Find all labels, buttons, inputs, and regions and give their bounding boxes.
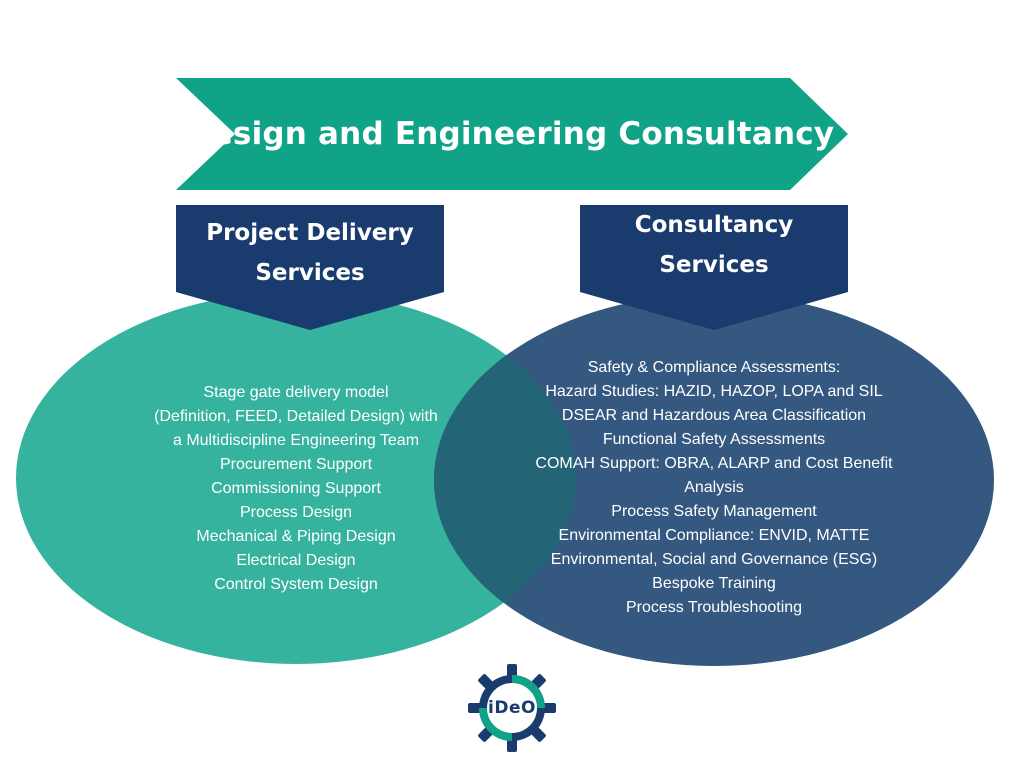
- right-pointer-box: [580, 205, 848, 330]
- right-box-title: Consultancy Services: [580, 205, 848, 285]
- list-item: Mechanical & Piping Design: [196, 528, 396, 545]
- banner-chevron: [176, 78, 848, 190]
- list-item: Procurement Support: [219, 456, 373, 473]
- list-item: Functional Safety Assessments: [602, 431, 826, 448]
- right-box-title-line: Services: [659, 252, 769, 278]
- list-item: Control System Design: [214, 576, 378, 593]
- list-item: Environmental, Social and Governance (ES…: [550, 551, 878, 568]
- company-logo: iDeO: [466, 662, 558, 754]
- list-item: Stage gate delivery model: [203, 384, 389, 401]
- left-ellipse: [16, 292, 576, 664]
- list-item: Process Safety Management: [611, 503, 817, 520]
- right-box-title-line: Consultancy: [634, 212, 794, 238]
- list-item: Safety & Compliance Assessments:: [587, 359, 841, 376]
- list-item: Process Design: [239, 504, 353, 521]
- logo-text: iDeO: [488, 698, 536, 718]
- list-item: Electrical Design: [236, 552, 356, 569]
- list-item: Hazard Studies: HAZID, HAZOP, LOPA and S…: [545, 383, 883, 400]
- left-box-title-line: Services: [255, 260, 365, 286]
- right-ellipse: [434, 294, 994, 666]
- list-item: Process Troubleshooting: [625, 599, 803, 616]
- right-services-list: Safety & Compliance Assessments: Hazard …: [508, 356, 920, 620]
- left-services-list: Stage gate delivery model (Definition, F…: [116, 381, 476, 597]
- list-item: Bespoke Training: [652, 575, 776, 592]
- left-pointer-box: [176, 205, 444, 330]
- list-item: Environmental Compliance: ENVID, MATTE: [558, 527, 870, 544]
- list-item: Analysis: [684, 479, 744, 496]
- left-box-title-line: Project Delivery: [206, 220, 414, 246]
- list-item: a Multidiscipline Engineering Team: [172, 432, 420, 449]
- gear-icon: [468, 664, 556, 752]
- left-box-title: Project Delivery Services: [176, 213, 444, 293]
- list-item: COMAH Support: OBRA, ALARP and Cost Bene…: [535, 455, 893, 472]
- list-item: Commissioning Support: [211, 480, 381, 497]
- banner-title: Design and Engineering Consultancy: [185, 116, 835, 152]
- list-item: (Definition, FEED, Detailed Design) with: [154, 408, 438, 425]
- list-item: DSEAR and Hazardous Area Classification: [561, 407, 867, 424]
